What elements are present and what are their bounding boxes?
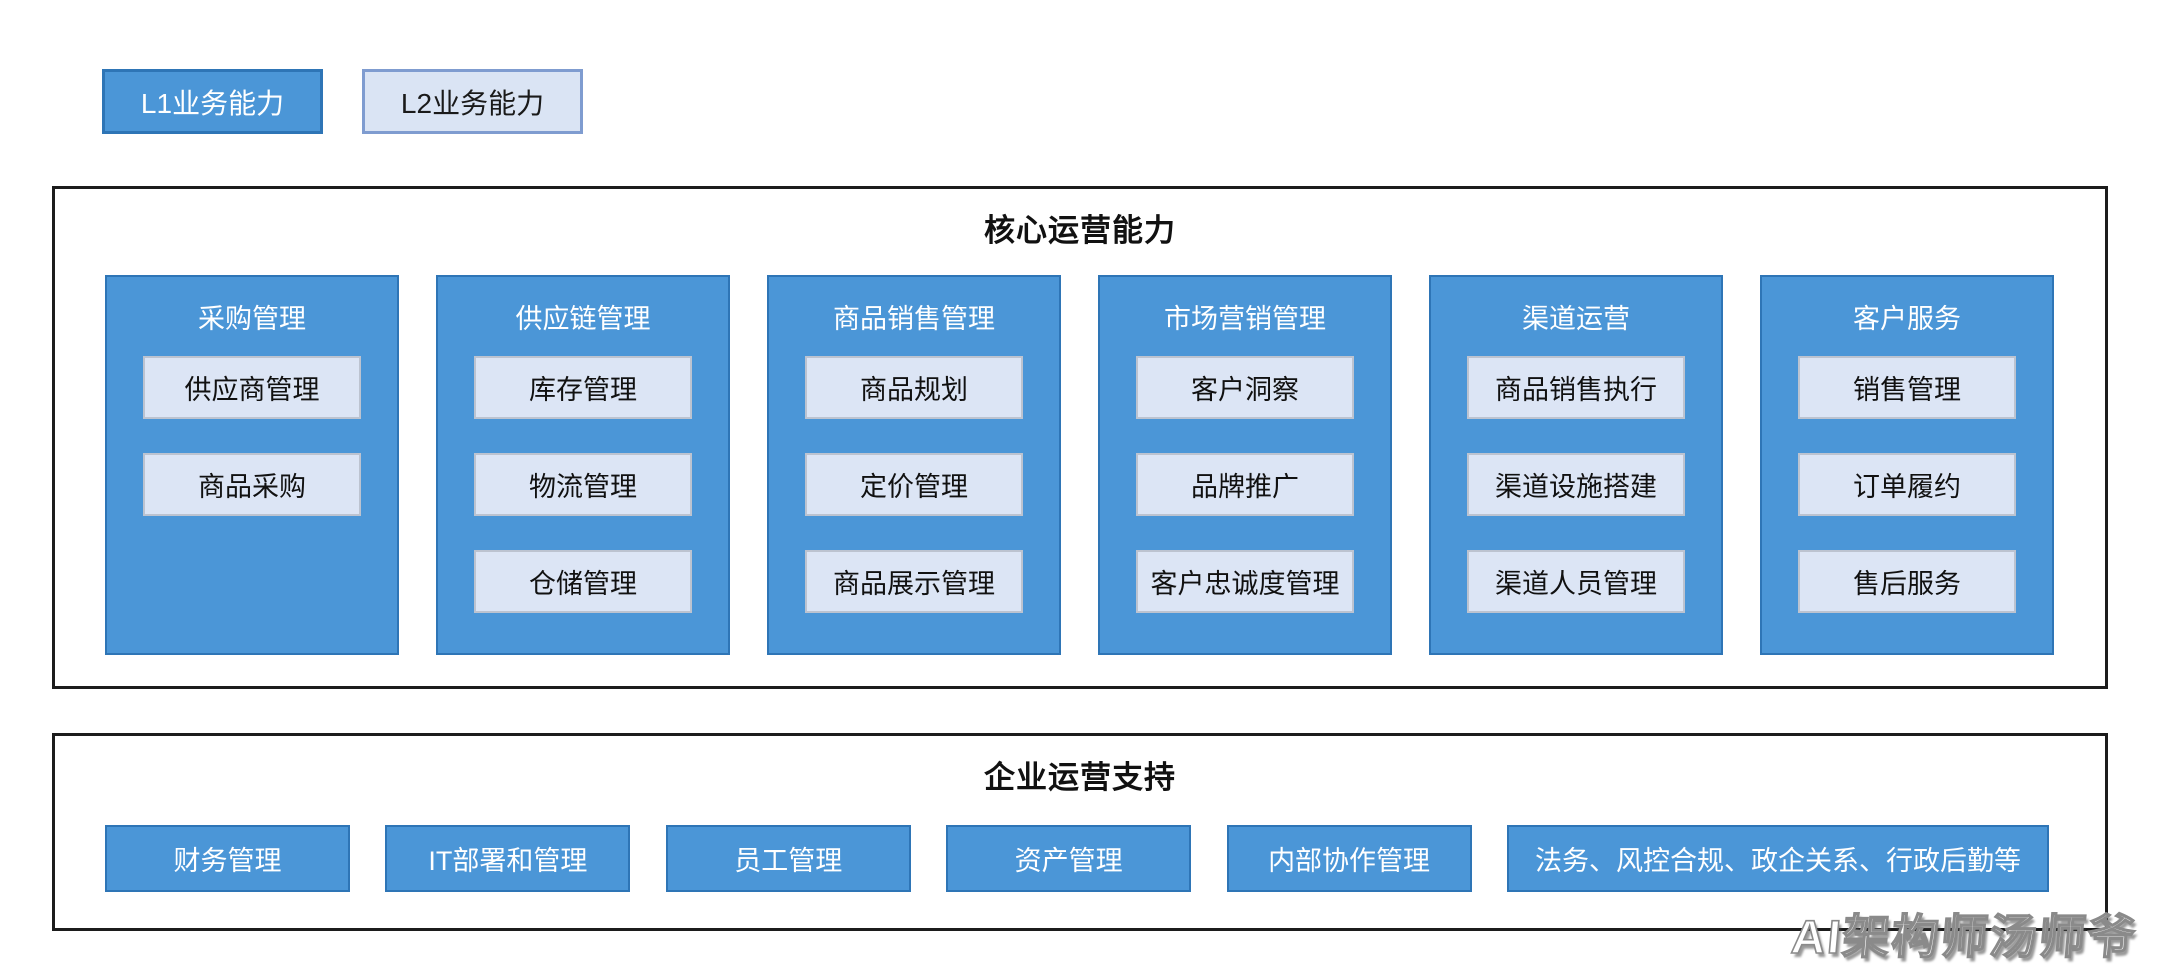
capability-item: 品牌推广: [1136, 453, 1354, 516]
support-item-finance: 财务管理: [105, 825, 350, 892]
column-header: 市场营销管理: [1164, 304, 1326, 334]
watermark-text: AI架构师汤师爷: [1789, 909, 2140, 964]
capability-item: 商品销售执行: [1467, 356, 1685, 419]
capability-item: 客户忠诚度管理: [1136, 550, 1354, 613]
support-panel-title: 企业运营支持: [984, 760, 1176, 795]
core-columns: 采购管理 供应商管理 商品采购 供应链管理 库存管理 物流管理 仓储管理 商品销…: [105, 275, 2054, 655]
column-marketing: 市场营销管理 客户洞察 品牌推广 客户忠诚度管理: [1098, 275, 1392, 655]
column-header: 供应链管理: [515, 304, 651, 334]
capability-item: 渠道人员管理: [1467, 550, 1685, 613]
capability-item: 销售管理: [1798, 356, 2016, 419]
column-procurement: 采购管理 供应商管理 商品采购: [105, 275, 399, 655]
column-customer-service: 客户服务 销售管理 订单履约 售后服务: [1760, 275, 2054, 655]
core-panel-title: 核心运营能力: [984, 213, 1176, 248]
capability-item: 仓储管理: [474, 550, 692, 613]
support-row: 财务管理 IT部署和管理 员工管理 资产管理 内部协作管理 法务、风控合规、政企…: [105, 825, 2049, 892]
capability-item: 渠道设施搭建: [1467, 453, 1685, 516]
column-product-sales: 商品销售管理 商品规划 定价管理 商品展示管理: [767, 275, 1061, 655]
core-capabilities-panel: 核心运营能力 采购管理 供应商管理 商品采购 供应链管理 库存管理 物流管理 仓…: [52, 186, 2108, 689]
capability-item: 商品采购: [143, 453, 361, 516]
support-item-it: IT部署和管理: [385, 825, 631, 892]
support-item-hr: 员工管理: [665, 825, 911, 892]
capability-item: 商品规划: [805, 356, 1023, 419]
column-channel-operations: 渠道运营 商品销售执行 渠道设施搭建 渠道人员管理: [1429, 275, 1723, 655]
support-item-collaboration: 内部协作管理: [1226, 825, 1472, 892]
support-item-assets: 资产管理: [946, 825, 1192, 892]
column-header: 采购管理: [198, 304, 306, 334]
capability-item: 供应商管理: [143, 356, 361, 419]
legend-l2-capability: L2业务能力: [362, 69, 583, 134]
column-supply-chain: 供应链管理 库存管理 物流管理 仓储管理: [436, 275, 730, 655]
support-item-legal-admin: 法务、风控合规、政企关系、行政后勤等: [1506, 825, 2049, 892]
enterprise-support-panel: 企业运营支持 财务管理 IT部署和管理 员工管理 资产管理 内部协作管理 法务、…: [52, 733, 2108, 931]
capability-item: 物流管理: [474, 453, 692, 516]
legend: L1业务能力 L2业务能力: [102, 69, 583, 134]
capability-item: 商品展示管理: [805, 550, 1023, 613]
capability-item: 售后服务: [1798, 550, 2016, 613]
legend-l1-capability: L1业务能力: [102, 69, 323, 134]
capability-item: 订单履约: [1798, 453, 2016, 516]
capability-item: 客户洞察: [1136, 356, 1354, 419]
capability-item: 定价管理: [805, 453, 1023, 516]
column-header: 客户服务: [1853, 304, 1961, 334]
column-header: 商品销售管理: [833, 304, 995, 334]
column-header: 渠道运营: [1522, 304, 1630, 334]
capability-item: 库存管理: [474, 356, 692, 419]
